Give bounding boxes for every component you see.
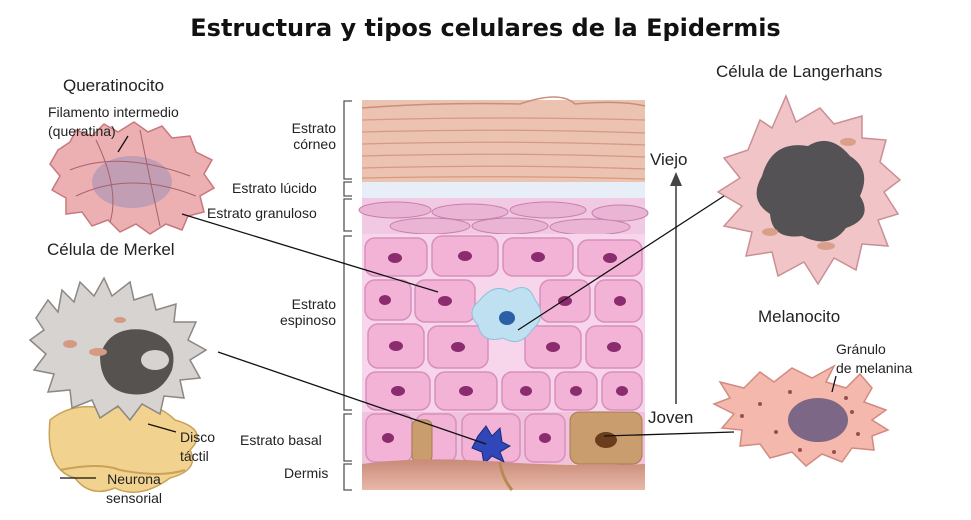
label-estrato-lucido: Estrato lúcido (232, 180, 317, 196)
label-filamento-intermedio: Filamento intermedio (queratina) (48, 104, 179, 139)
label-estrato-basal: Estrato basal (240, 432, 322, 448)
label-neurona-sensorial: Neurona sensorial (105, 471, 163, 506)
label-dermis: Dermis (284, 465, 329, 481)
stratum-granulosum-layer (358, 198, 649, 236)
keratinocyte-illustration (49, 121, 216, 235)
label-queratinocito: Queratinocito (63, 76, 165, 95)
stratum-spinosum-layer (362, 234, 645, 412)
stratum-lucidum-layer (362, 182, 645, 198)
label-melanocito: Melanocito (758, 307, 841, 326)
langerhans-cell-illustration (716, 94, 902, 286)
merkel-cell-illustration (28, 276, 208, 493)
label-disco-tactil: Disco táctil (180, 429, 216, 464)
label-estrato-espinoso: Estrato espinoso (279, 296, 336, 328)
label-celula-langerhans: Célula de Langerhans (716, 62, 883, 81)
stratum-basale-layer (362, 411, 645, 466)
diagram-title: Estructura y tipos celulares de la Epide… (190, 14, 781, 42)
label-estrato-corneo: Estrato córneo (291, 120, 336, 152)
label-celula-merkel: Célula de Merkel (47, 240, 175, 259)
label-granulo-melanina: Gránulo de melanina (836, 341, 913, 376)
age-arrow (670, 172, 682, 404)
strata-brackets (343, 100, 352, 491)
stratum-corneum-layer (361, 96, 646, 182)
label-estrato-granuloso: Estrato granuloso (207, 205, 317, 221)
label-viejo: Viejo (650, 150, 688, 169)
tissue-merkel-cell (471, 425, 512, 466)
leader-lines (60, 135, 837, 479)
label-joven: Joven (648, 408, 694, 427)
melanocyte-illustration (712, 364, 890, 467)
